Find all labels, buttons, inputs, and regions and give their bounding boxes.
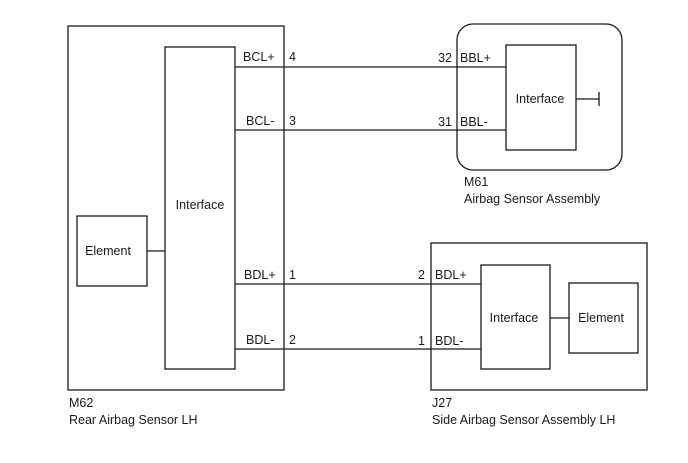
from-pin-label: 1 (289, 268, 296, 282)
m62-interface-box (164, 46, 236, 370)
j27-interface-label: Interface (490, 311, 539, 325)
from-signal-label: BCL- (246, 114, 274, 128)
m62-name: Rear Airbag Sensor LH (69, 413, 198, 427)
wire-connection: BCL- 3 31 BBL- (235, 114, 506, 131)
to-signal-label: BDL- (435, 334, 463, 348)
to-pin-label: 2 (418, 268, 425, 282)
j27-element-label: Element (578, 311, 624, 325)
from-pin-label: 3 (289, 114, 296, 128)
m62-assembly: Interface Element M62 Rear Airbag Sensor… (67, 25, 285, 427)
wire-connection: BCL+ 4 32 BBL+ (235, 50, 506, 68)
m62-element-box (76, 215, 148, 287)
j27-code: J27 (432, 396, 452, 410)
j27-interface-box (480, 264, 551, 370)
from-signal-label: BDL+ (244, 268, 276, 282)
from-signal-label: BDL- (246, 333, 274, 347)
to-pin-label: 31 (438, 115, 452, 129)
m61-code: M61 (464, 175, 488, 189)
wire-connection: BDL+ 1 2 BDL+ (235, 268, 481, 285)
j27-name: Side Airbag Sensor Assembly LH (432, 413, 615, 427)
m62-element-label: Element (85, 244, 131, 258)
j27-element-box (568, 282, 639, 354)
m61-name: Airbag Sensor Assembly (464, 192, 601, 206)
wire-connection: BDL- 2 1 BDL- (235, 333, 481, 350)
from-pin-label: 4 (289, 50, 296, 64)
to-signal-label: BBL+ (460, 51, 491, 65)
m61-interface-label: Interface (516, 92, 565, 106)
m62-code: M62 (69, 396, 93, 410)
from-signal-label: BCL+ (243, 50, 275, 64)
m61-interface-box (505, 44, 577, 151)
to-signal-label: BDL+ (435, 268, 467, 282)
j27-assembly: Interface Element J27 Side Airbag Sensor… (430, 242, 648, 427)
to-pin-label: 1 (418, 334, 425, 348)
m61-ground-symbol (576, 92, 600, 106)
m61-assembly: Interface M61 Airbag Sensor Assembly (456, 23, 623, 206)
to-pin-label: 32 (438, 51, 452, 65)
to-signal-label: BBL- (460, 115, 488, 129)
from-pin-label: 2 (289, 333, 296, 347)
m62-interface-label: Interface (176, 198, 225, 212)
